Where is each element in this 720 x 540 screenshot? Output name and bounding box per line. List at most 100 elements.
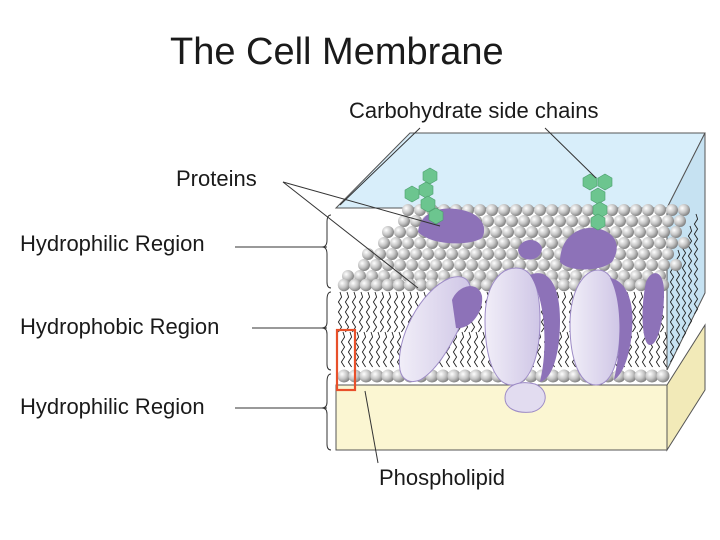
fatty-acid-tail [536,331,542,368]
phospholipid-head [498,204,510,216]
phospholipid-head [670,259,682,271]
phospholipid-head [522,204,534,216]
phospholipid-head [630,204,642,216]
phospholipid-head [570,270,582,282]
phospholipid-head [557,369,571,383]
protein-small-center [518,239,542,260]
phospholipid-head [354,270,366,282]
phospholipid-head [386,248,398,260]
fatty-acid-tail [340,331,346,368]
fatty-acid-tail [351,291,357,333]
phospholipid-head [494,248,506,260]
fatty-acid-tail [358,291,364,333]
phospholipid-head [337,278,351,292]
phospholipid-head [646,226,658,238]
phospholipid-highlight-box [335,328,357,392]
protein-far-right [642,273,664,345]
phospholipid-head [430,259,442,271]
phospholipid-head [666,204,678,216]
phospholipid-head [662,215,674,227]
label-hydrophilic-region-bottom: Hydrophilic Region [20,394,205,419]
phospholipid-head [670,226,682,238]
protein-bottom-peripheral [504,382,546,413]
phospholipid-head [410,248,422,260]
phospholipid-head [526,259,538,271]
phospholipid-head [486,270,498,282]
phospholipid-head [542,248,554,260]
phospholipid-head [630,237,642,249]
phospholipid-head [490,226,502,238]
phospholipid-head [538,259,550,271]
fatty-acid-tail [379,291,385,333]
phospholipid-head [646,259,658,271]
fatty-acid-tail [452,331,458,368]
fatty-acid-tail [480,331,486,368]
phospholipid-head [638,215,650,227]
phospholipid-head [486,204,498,216]
fatty-acid-tail [386,291,392,333]
phospholipid-head [398,248,410,260]
phospholipid-head [458,369,472,383]
phospholipid-head [434,248,446,260]
phospholipid-head [403,278,417,292]
fatty-acid-tail [337,291,343,333]
fatty-acid-tail [655,331,661,368]
fatty-acid-tail [681,237,687,339]
phospholipid-head [656,369,670,383]
fatty-acid-tail [382,331,388,368]
phospholipid-head [666,237,678,249]
phospholipid-head [634,259,646,271]
phospholipid-head [626,215,638,227]
phospholipid-head [398,215,410,227]
phospholipid-head [502,226,514,238]
phospholipid-head [638,248,650,260]
phospholipid-head [542,215,554,227]
fatty-acid-tail [662,331,668,368]
diagram-title: The Cell Membrane [170,31,504,73]
label-phospholipid: Phospholipid [379,465,505,490]
phospholipid-head [622,226,634,238]
phospholipid-head [436,369,450,383]
phospholipid-head [359,278,373,292]
phospholipid-head [518,215,530,227]
phospholipid-head [650,215,662,227]
phospholipid-head [642,204,654,216]
phospholipid-head [658,226,670,238]
phospholipid-head [418,259,430,271]
phospholipid-head [482,248,494,260]
phospholipid-head [381,278,395,292]
phospholipid-head [392,278,406,292]
phospholipid-head [530,215,542,227]
carbohydrate-chains [404,167,613,231]
fatty-acid-tail [687,225,693,327]
fatty-acid-tail [557,331,563,368]
phospholipid-head [546,237,558,249]
fatty-acid-tail [347,331,353,368]
phospholipid-head [568,369,582,383]
phospholipid-head [610,226,622,238]
phospholipid-head [381,369,395,383]
phospholipid-head [558,204,570,216]
phospholipid-head [458,248,470,260]
label-hydrophobic-region: Hydrophobic Region [20,314,220,339]
phospholipid-head [634,226,646,238]
phospholipid-head [382,226,394,238]
label-proteins: Proteins [176,166,257,191]
phospholipid-head [390,237,402,249]
fatty-acid-tail [361,331,367,368]
phospholipid-head [506,215,518,227]
phospholipid-head [614,248,626,260]
phospholipid-head [466,259,478,271]
phospholipid-head [358,259,370,271]
phospholipid-head [642,237,654,249]
phospholipid-head [394,259,406,271]
phospholipid-head [618,270,630,282]
phospholipid-head [414,270,426,282]
protein-top-right [560,227,617,270]
fatty-acid-tail [400,291,406,333]
phospholipid-head [566,215,578,227]
phospholipid-head [622,259,634,271]
fatty-acid-tail [365,291,371,333]
phospholipid-head [422,248,434,260]
